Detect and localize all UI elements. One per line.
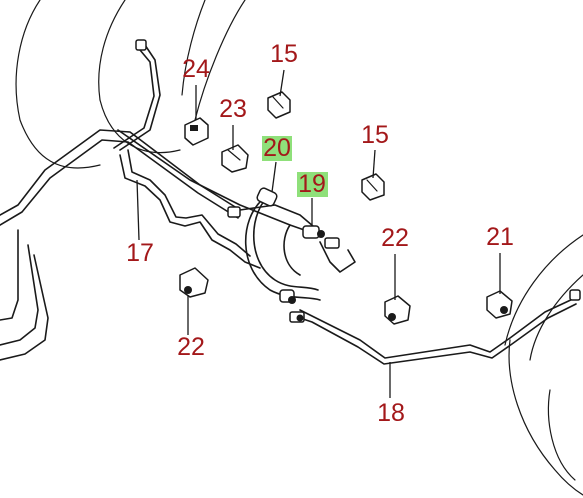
callout-17: 17 — [126, 239, 154, 267]
clip-15-upper — [267, 91, 291, 119]
clip-23 — [221, 144, 249, 173]
clip-21 — [486, 290, 513, 319]
brake-lines — [0, 44, 577, 365]
leader-lines — [136, 69, 501, 398]
callout-15-upper: 15 — [270, 40, 298, 68]
callout-18: 18 — [377, 399, 405, 427]
callout-22-left: 22 — [177, 333, 205, 361]
callout-24: 24 — [182, 55, 210, 83]
clip-22-left — [179, 267, 209, 298]
callout-20-highlight — [262, 136, 292, 161]
clip-22-right — [384, 295, 411, 325]
callout-15-lower: 15 — [361, 121, 389, 149]
callout-20: 20 — [263, 134, 291, 162]
brake-hose-loop — [244, 194, 321, 301]
callout-numbers: 24 15 23 20 15 19 17 22 22 21 18 — [126, 40, 514, 427]
right-tire — [504, 234, 583, 496]
callout-22-right: 22 — [381, 224, 409, 252]
clip-15-lower — [361, 173, 385, 201]
callout-19: 19 — [298, 170, 326, 198]
clip-24 — [184, 117, 209, 146]
callout-21: 21 — [486, 223, 514, 251]
fittings — [135, 39, 581, 323]
callout-19-highlight — [297, 172, 328, 197]
callout-23: 23 — [219, 95, 247, 123]
